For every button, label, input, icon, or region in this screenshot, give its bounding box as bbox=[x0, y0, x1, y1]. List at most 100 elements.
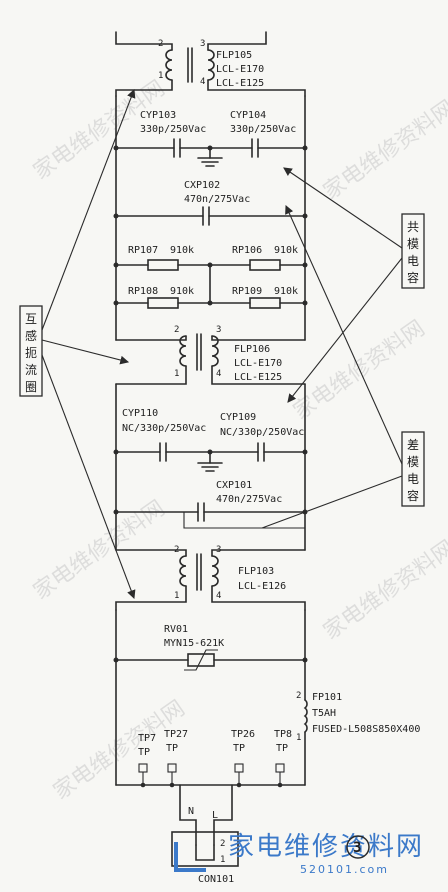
logo-bracket-icon bbox=[174, 842, 206, 872]
ref-label: CYP103 bbox=[140, 110, 176, 121]
annotation-label: 电 bbox=[407, 472, 419, 486]
flp105-choke: 2 3 1 4 FLP105 LCL-E170 LCL-E125 bbox=[115, 31, 306, 97]
resistor-rp106 bbox=[249, 259, 281, 271]
ref-label: CXP101 bbox=[216, 480, 252, 491]
resistor-rp108 bbox=[147, 297, 179, 309]
value-label: 910k bbox=[170, 245, 194, 256]
cy-capacitor-row-bottom: CYP110 NC/330p/250Vac CYP109 NC/330p/250… bbox=[113, 408, 308, 472]
l-label: L bbox=[212, 810, 218, 821]
annotation-label: 圈 bbox=[25, 380, 37, 394]
pin-label: 1 bbox=[174, 369, 179, 379]
pin-label: 1 bbox=[158, 71, 163, 81]
resistor-row-2: RP108 910k RP109 910k bbox=[113, 286, 308, 309]
type-label: TP bbox=[166, 743, 178, 754]
pin-label: 4 bbox=[216, 369, 221, 379]
part-label: LCL-E125 bbox=[216, 78, 264, 89]
testpoint-tp27: TP27 TP bbox=[164, 729, 188, 785]
annotation-label: 共 bbox=[407, 220, 419, 234]
connector-body bbox=[171, 831, 239, 867]
ref-label: FP101 bbox=[312, 692, 342, 703]
ref-label: RP107 bbox=[128, 245, 158, 256]
ref-label: TP8 bbox=[274, 729, 292, 740]
value-label: NC/330p/250Vac bbox=[220, 427, 304, 438]
testpoint-tp26: TP26 TP bbox=[231, 729, 255, 785]
ref-label: CXP102 bbox=[184, 180, 220, 191]
annotation-label: 容 bbox=[407, 488, 419, 503]
ref-label: TP26 bbox=[231, 729, 255, 740]
cxp101-capacitor: CXP101 470n/275Vac bbox=[113, 480, 308, 529]
rv01-varistor: RV01 MYN15-621K bbox=[113, 609, 308, 671]
value-label: 330p/250Vac bbox=[230, 124, 296, 135]
annotation-label: 容 bbox=[407, 270, 419, 285]
ref-label: CYP109 bbox=[220, 412, 256, 423]
pin-label: 2 bbox=[296, 691, 301, 701]
annotation-label: 模 bbox=[407, 455, 419, 469]
pin-label: 2 bbox=[174, 325, 179, 335]
pin-label: 2 bbox=[174, 545, 179, 555]
pin-label: 1 bbox=[220, 855, 225, 865]
ref-label: FLP103 bbox=[238, 566, 274, 577]
value-label: MYN15-621K bbox=[164, 638, 224, 649]
ref-label: RV01 bbox=[164, 624, 188, 635]
annotation-label: 差 bbox=[407, 438, 419, 452]
testpoint-tp8: TP8 TP bbox=[274, 729, 292, 785]
annotation-label: 扼 bbox=[25, 345, 37, 360]
value-label: 470n/275Vac bbox=[184, 194, 250, 205]
flp106-choke: 2 3 1 4 FLP106 LCL-E170 LCL-E125 bbox=[115, 325, 306, 385]
cy-capacitor-row-top: CYP103 330p/250Vac CYP104 330p/250Vac bbox=[113, 110, 308, 167]
brand-url: 520101.com bbox=[300, 863, 389, 876]
fuse-icon bbox=[303, 699, 308, 733]
value-label: T5AH bbox=[312, 708, 336, 719]
annotation-label: 感 bbox=[25, 328, 37, 343]
ref-label: RP108 bbox=[128, 286, 158, 297]
flp103-choke: 2 3 1 4 FLP103 LCL-E126 bbox=[115, 545, 306, 611]
pin-label: 3 bbox=[216, 325, 221, 335]
value-label: 330p/250Vac bbox=[140, 124, 206, 135]
inductor-winding bbox=[165, 49, 173, 81]
type-label: TP bbox=[233, 743, 245, 754]
part-label: LCL-E126 bbox=[238, 581, 286, 592]
resistor-rp107 bbox=[147, 259, 179, 271]
ref-label: FLP106 bbox=[234, 344, 270, 355]
pin-label: 4 bbox=[216, 591, 221, 601]
resistor-row-1: RP107 910k RP106 910k bbox=[113, 245, 308, 271]
pin-label: 3 bbox=[200, 39, 205, 49]
part-label: FUSED-L508S850X400 bbox=[312, 724, 420, 735]
ref-label: TP27 bbox=[164, 729, 188, 740]
part-label: LCL-E170 bbox=[216, 64, 264, 75]
pin-label: 2 bbox=[158, 39, 163, 49]
brand-logo: 家电维修资料网 520101.com 3 bbox=[174, 832, 424, 876]
watermark-layer: 家电维修资料网 家电维修资料网 家电维修资料网 家电维修资料网 家电维修资料网 … bbox=[29, 76, 448, 805]
value-label: 910k bbox=[170, 286, 194, 297]
annotation-diff-cap: 差 模 电 容 bbox=[261, 204, 425, 529]
type-label: TP bbox=[138, 747, 150, 758]
value-label: 910k bbox=[274, 286, 298, 297]
annotation-common-cap: 共 模 电 容 bbox=[283, 167, 425, 403]
value-label: NC/330p/250Vac bbox=[122, 423, 206, 434]
annotation-mutual-choke: 互 感 扼 流 圈 bbox=[19, 88, 136, 600]
brand-name: 家电维修资料网 bbox=[228, 832, 424, 862]
sheet-number: 3 bbox=[353, 840, 361, 856]
annotation-label: 模 bbox=[407, 237, 419, 251]
annotation-label: 流 bbox=[25, 363, 37, 377]
pin-label: 1 bbox=[296, 733, 301, 743]
sheet-circle bbox=[346, 835, 370, 859]
watermark: 家电维修资料网 bbox=[289, 316, 430, 425]
ref-label: RP109 bbox=[232, 286, 262, 297]
con101-connector: N L 2 1 CON101 bbox=[171, 784, 239, 885]
inductor-winding bbox=[207, 49, 215, 81]
pin-label: 3 bbox=[216, 545, 221, 555]
annotation-label: 电 bbox=[407, 254, 419, 268]
testpoint-tp7: TP7 TP bbox=[138, 733, 156, 785]
testpoint-row: TP7 TP TP27 TP TP26 TP TP8 TP bbox=[115, 729, 306, 788]
pin-label: 2 bbox=[220, 839, 225, 849]
cxp102-capacitor: CXP102 470n/275Vac bbox=[113, 180, 308, 226]
value-label: 470n/275Vac bbox=[216, 494, 282, 505]
n-label: N bbox=[188, 806, 194, 817]
ref-label: CON101 bbox=[198, 874, 234, 885]
watermark: 家电维修资料网 bbox=[319, 536, 448, 645]
part-label: LCL-E170 bbox=[234, 358, 282, 369]
fp101-fuse: 2 1 FP101 T5AH FUSED-L508S850X400 bbox=[115, 659, 420, 786]
annotation-label: 互 bbox=[25, 312, 37, 326]
